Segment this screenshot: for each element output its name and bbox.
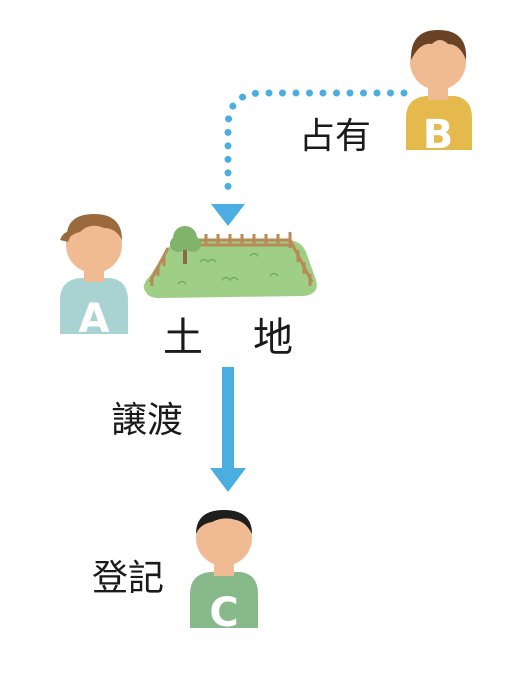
person-a: A	[60, 214, 128, 342]
arrow-head-icon	[211, 204, 245, 226]
person-c: C	[190, 510, 258, 636]
person-b-shirt	[406, 96, 472, 150]
person-b-letter: B	[423, 112, 454, 158]
transfer-label: 譲渡	[111, 400, 183, 441]
transfer-arrow	[210, 367, 246, 492]
person-b-hair	[410, 30, 467, 60]
land-label-1: 土	[163, 315, 203, 361]
occupy-dotted-arrow	[211, 89, 408, 226]
arrow-shaft	[222, 367, 234, 471]
person-c-hair	[196, 510, 252, 534]
occupy-label: 占有	[299, 116, 371, 157]
person-a-hair	[66, 214, 122, 242]
person-c-face	[196, 510, 252, 566]
person-b-face	[410, 34, 466, 90]
person-a-letter: A	[79, 296, 110, 342]
arrow-down-icon	[210, 468, 246, 492]
land-label-2: 地	[253, 315, 293, 361]
land-icon	[143, 226, 317, 298]
grass-marks	[177, 252, 279, 285]
tree-icon	[170, 226, 201, 264]
person-c-shirt	[190, 572, 258, 628]
fence-icon	[148, 232, 314, 286]
person-a-shirt	[60, 278, 128, 334]
registration-label: 登記	[92, 558, 164, 599]
land-ground	[143, 240, 317, 298]
person-b: B	[406, 30, 472, 158]
person-c-letter: C	[209, 590, 238, 636]
person-a-hair-tuft	[60, 231, 72, 242]
